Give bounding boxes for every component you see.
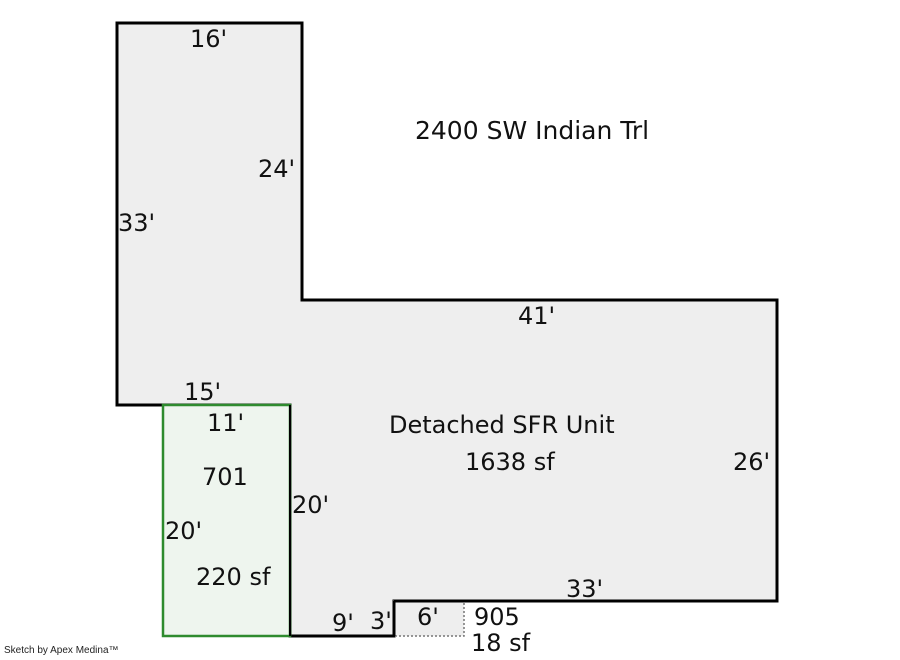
- main-unit-name: Detached SFR Unit: [389, 411, 615, 439]
- garage-dim-top: 11': [207, 409, 244, 437]
- dim-left: 33': [118, 209, 155, 237]
- garage-dim-left: 20': [165, 517, 202, 545]
- porch-outline: [393, 600, 465, 637]
- garage-code: 701: [202, 463, 248, 491]
- dim-bottom-b: 3': [370, 607, 392, 635]
- address-label: 2400 SW Indian Trl: [415, 116, 649, 145]
- garage-area: 220 sf: [196, 563, 271, 591]
- dim-inner-left: 20': [292, 491, 329, 519]
- porch-area: 18 sf: [471, 629, 531, 657]
- dim-inner-vertical: 24': [258, 155, 295, 183]
- sketch-credit: Sketch by Apex Medina™: [4, 645, 119, 656]
- porch-code: 905: [474, 603, 520, 631]
- main-unit-area: 1638 sf: [465, 448, 555, 476]
- porch-dim-width: 6': [417, 603, 439, 631]
- dim-mid-horizontal: 41': [518, 302, 555, 330]
- garage-outline: [161, 403, 292, 638]
- dim-top-left: 16': [190, 25, 227, 53]
- dim-bottom-right: 33': [566, 575, 603, 603]
- dim-bottom-a: 9': [332, 609, 354, 637]
- dim-right: 26': [733, 448, 770, 476]
- dim-step: 15': [184, 378, 221, 406]
